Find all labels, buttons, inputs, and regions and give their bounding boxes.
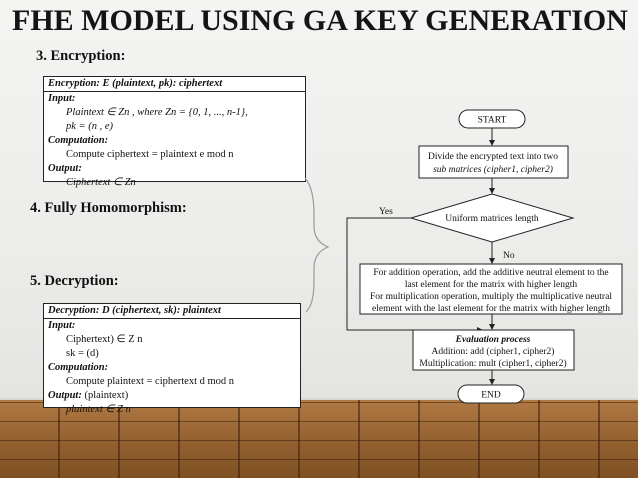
encryption-algorithm-box: Encryption: E (plaintext, pk): ciphertex… <box>43 76 306 188</box>
encryption-input-line2: pk = (n , e) <box>66 121 114 132</box>
encryption-computation-line: Compute ciphertext = plaintext e mod n <box>66 149 234 160</box>
op-line4: element with the last element for the ma… <box>372 303 610 314</box>
encryption-output-label: Output: <box>48 163 82 174</box>
divide-line1: Divide the encrypted text into two <box>428 152 558 162</box>
divide-line2: sub matrices (cipher1, cipher2) <box>433 164 553 175</box>
eval-line1: Addition: add (cipher1, cipher2) <box>432 346 555 357</box>
operation-process <box>359 263 623 315</box>
op-line2: last element for the matrix with higher … <box>405 279 578 290</box>
decryption-input-line1: Ciphertext) ∈ Z n <box>66 334 143 345</box>
encryption-output-line: Ciphertext ∈ Zn <box>66 177 136 188</box>
decryption-heading: 5. Decryption: <box>30 273 119 289</box>
wooden-floor <box>0 400 638 478</box>
evaluation-process <box>412 329 575 371</box>
end-label: END <box>481 391 501 401</box>
homomorphism-heading: 4. Fully Homomorphism: <box>30 200 187 216</box>
decryption-output-line: plaintext ∈ Z n <box>66 404 131 415</box>
encryption-computation-label: Computation: <box>48 135 109 146</box>
encryption-input-line1: Plaintext ∈ Zn , where Zn = {0, 1, ..., … <box>66 107 248 118</box>
decryption-input-line2: sk = (d) <box>66 348 99 359</box>
op-line1: For addition operation, add the additive… <box>373 268 608 278</box>
curly-brace <box>304 177 330 313</box>
decryption-input-label: Input: <box>48 320 76 331</box>
start-label: START <box>478 116 507 126</box>
eval-title: Evaluation process <box>455 335 531 345</box>
decision-label: Uniform matrices length <box>445 213 539 224</box>
encryption-input-label: Input: <box>48 93 76 104</box>
decryption-computation-line: Compute plaintext = ciphertext d mod n <box>66 376 235 387</box>
decryption-algorithm-box: Decryption: D (ciphertext, sk): plaintex… <box>43 303 301 415</box>
end-node <box>457 384 525 404</box>
no-label: No <box>503 251 515 261</box>
divide-process <box>418 145 569 179</box>
decryption-box-header: Decryption: D (ciphertext, sk): plaintex… <box>44 304 300 319</box>
yes-label: Yes <box>379 207 393 217</box>
decryption-output-label: Output: <box>48 390 82 401</box>
decryption-output-value: (plaintext) <box>84 390 129 401</box>
slide-title: FHE MODEL USING GA KEY GENERATION <box>12 4 628 37</box>
op-line3: For multiplication operation, multiply t… <box>370 292 612 302</box>
encryption-box-header: Encryption: E (plaintext, pk): ciphertex… <box>44 77 305 92</box>
eval-line2: Multiplication: mult (cipher1, cipher2) <box>419 358 566 369</box>
encryption-heading: 3. Encryption: <box>36 48 126 64</box>
decryption-computation-label: Computation: <box>48 362 109 373</box>
